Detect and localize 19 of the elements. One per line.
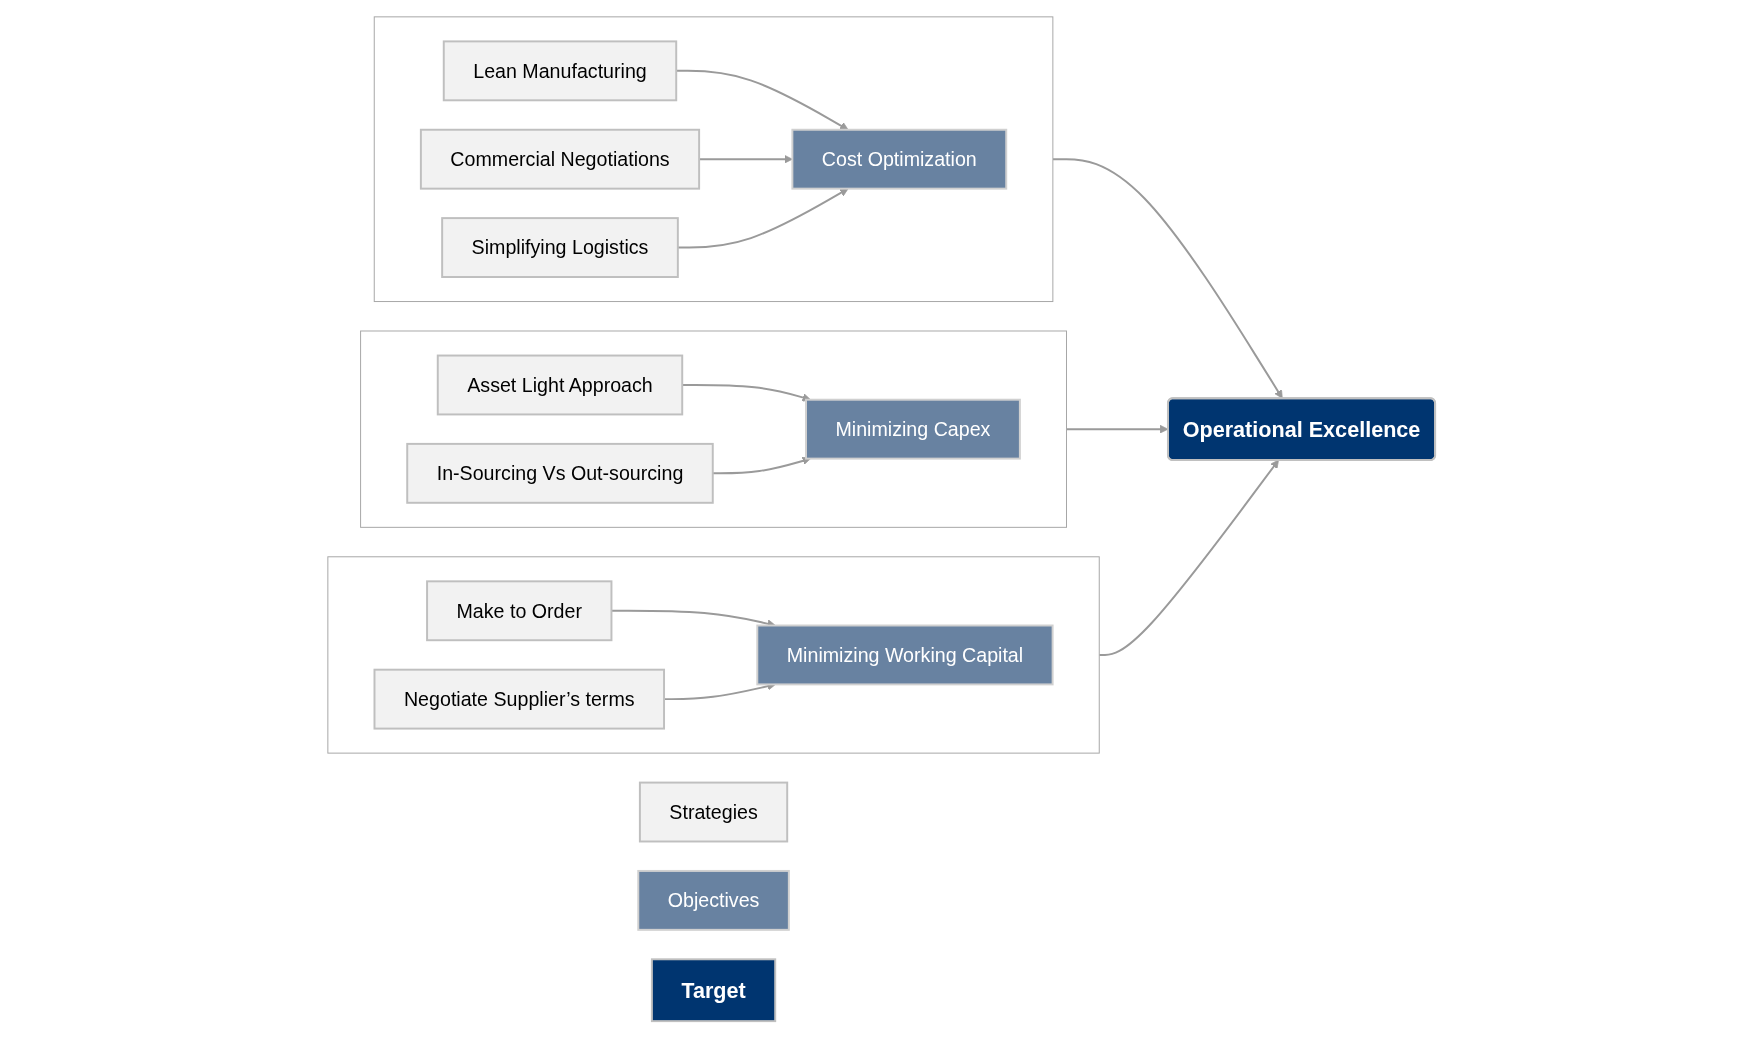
node-box: Cost Optimization — [790, 128, 1007, 190]
node-box: Minimizing Working Capital — [755, 624, 1054, 686]
arrow — [1051, 158, 1283, 399]
cluster — [373, 16, 1053, 303]
arrow — [1097, 459, 1279, 656]
cluster — [359, 330, 1067, 528]
node-box: Negotiate Supplier’s terms — [373, 668, 665, 730]
node-box: Strategies — [638, 781, 788, 843]
node-box: Target — [650, 958, 776, 1023]
node-box: Lean Manufacturing — [442, 40, 677, 102]
node-box: In-Sourcing Vs Out-sourcing — [405, 442, 714, 504]
node-box: Make to Order — [425, 580, 612, 642]
cluster — [326, 556, 1100, 754]
node-box: Asset Light Approach — [436, 354, 683, 416]
node-box: Commercial Negotiations — [419, 128, 700, 190]
node-box: Simplifying Logistics — [440, 217, 679, 278]
arrow — [1065, 424, 1168, 434]
node-box: Objectives — [636, 869, 790, 931]
node-box: Minimizing Capex — [804, 398, 1021, 460]
